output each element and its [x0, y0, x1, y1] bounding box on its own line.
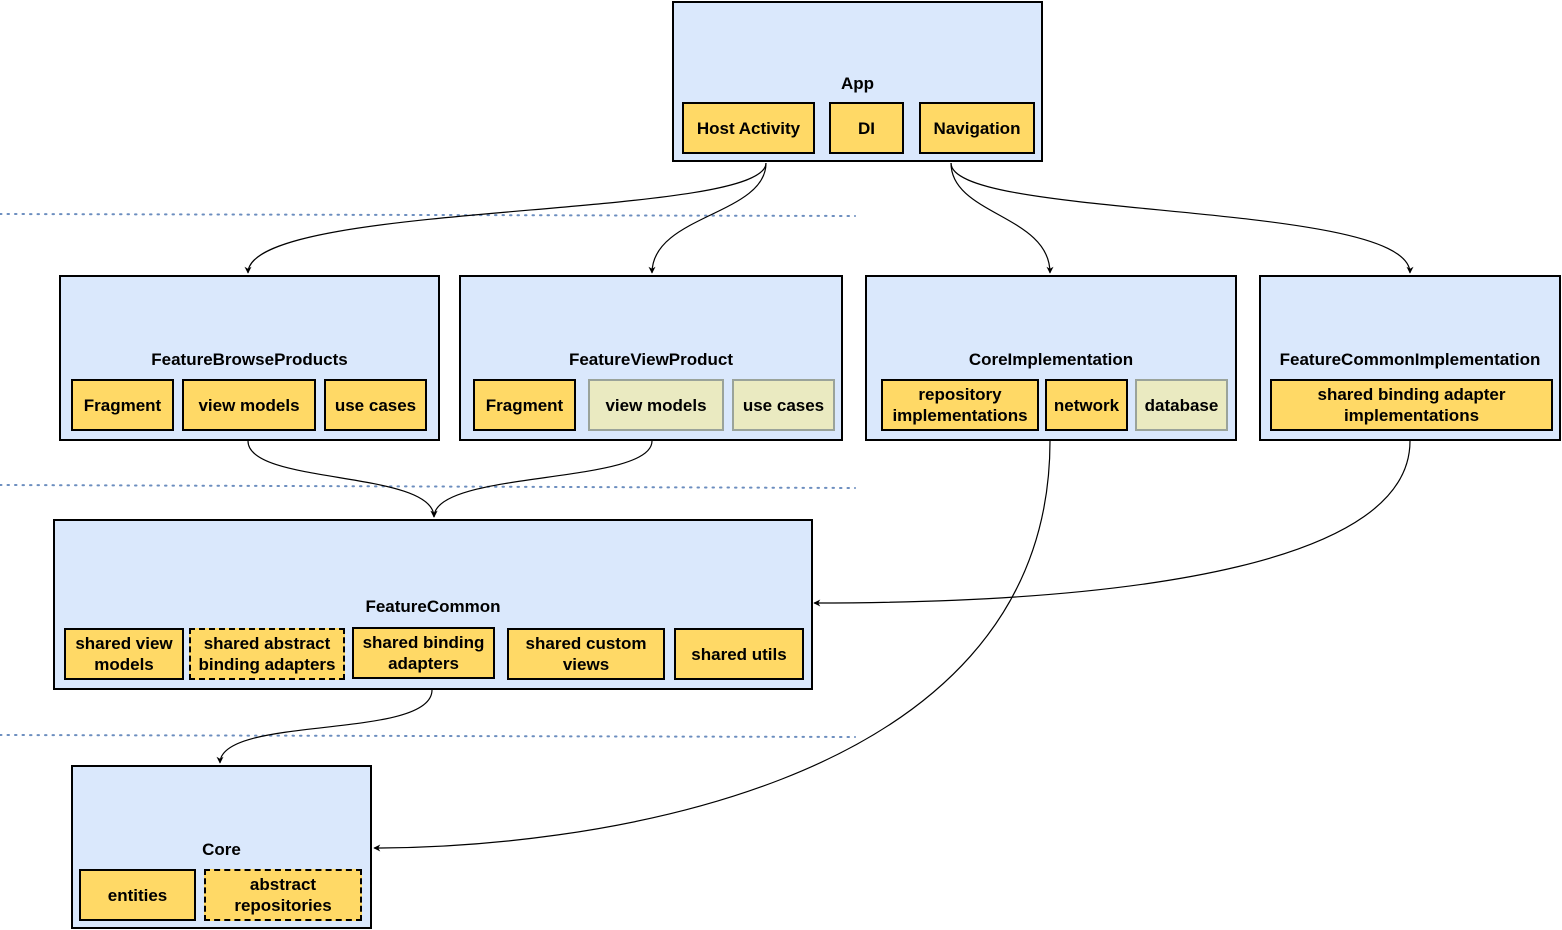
component-navigation: Navigation: [919, 102, 1035, 154]
component-network: network: [1045, 379, 1128, 431]
module-title: FeatureCommonImplementation: [1279, 350, 1541, 369]
component-shared-abstract-binding-adapters: shared abstract binding adapters: [189, 628, 345, 680]
module-title: FeatureBrowseProducts: [151, 350, 348, 369]
layer-separator: [0, 213, 856, 217]
component-di: DI: [829, 102, 904, 154]
edge-featurebrowseproducts-to-featurecommon: [247, 440, 438, 518]
module-featureviewproduct: FeatureViewProduct Fragment view models …: [459, 275, 843, 441]
module-title: FeatureViewProduct: [568, 350, 734, 369]
edge-app-to-featurecommonimplementation: [950, 162, 1414, 274]
layer-separator: [0, 734, 856, 738]
component-shared-binding-adapter-implementations: shared binding adapter implementations: [1270, 379, 1553, 431]
module-featurebrowseproducts: FeatureBrowseProducts Fragment view mode…: [59, 275, 440, 441]
edge-app-to-featureviewproduct: [648, 162, 767, 274]
component-use-cases: use cases: [324, 379, 427, 431]
module-title: Core: [202, 840, 241, 859]
component-shared-view-models: shared view models: [64, 628, 184, 680]
component-view-models: view models: [182, 379, 316, 431]
module-app: App Host Activity DI Navigation: [672, 1, 1043, 162]
component-abstract-repositories: abstract repositories: [204, 869, 362, 921]
component-shared-custom-views: shared custom views: [507, 628, 665, 680]
module-title: FeatureCommon: [365, 597, 501, 616]
component-shared-utils: shared utils: [674, 628, 804, 680]
edge-coreimplementation-to-core: [373, 440, 1051, 852]
component-view-models: view models: [588, 379, 724, 431]
component-use-cases: use cases: [732, 379, 835, 431]
module-coreimplementation: CoreImplementation repository implementa…: [865, 275, 1237, 441]
edge-featurecommonimplementation-to-featurecommon: [813, 440, 1411, 607]
component-database: database: [1135, 379, 1228, 431]
module-title: CoreImplementation: [968, 350, 1134, 369]
edge-featureviewproduct-to-featurecommon: [430, 440, 653, 518]
layer-separator: [0, 484, 856, 489]
component-fragment: Fragment: [71, 379, 174, 431]
edge-app-to-featurebrowseproducts: [244, 162, 767, 274]
edge-app-to-coreimplementation: [950, 162, 1054, 274]
module-featurecommonimplementation: FeatureCommonImplementation shared bindi…: [1259, 275, 1561, 441]
module-featurecommon: FeatureCommon shared view models shared …: [53, 519, 813, 690]
component-fragment: Fragment: [473, 379, 576, 431]
component-shared-binding-adapters: shared binding adapters: [352, 627, 495, 679]
module-title: App: [840, 74, 875, 93]
module-core: Core entities abstract repositories: [71, 765, 372, 929]
component-entities: entities: [79, 869, 196, 921]
edge-featurecommon-to-core: [216, 689, 433, 764]
component-host-activity: Host Activity: [682, 102, 815, 154]
component-repository-implementations: repository implementations: [881, 379, 1039, 431]
